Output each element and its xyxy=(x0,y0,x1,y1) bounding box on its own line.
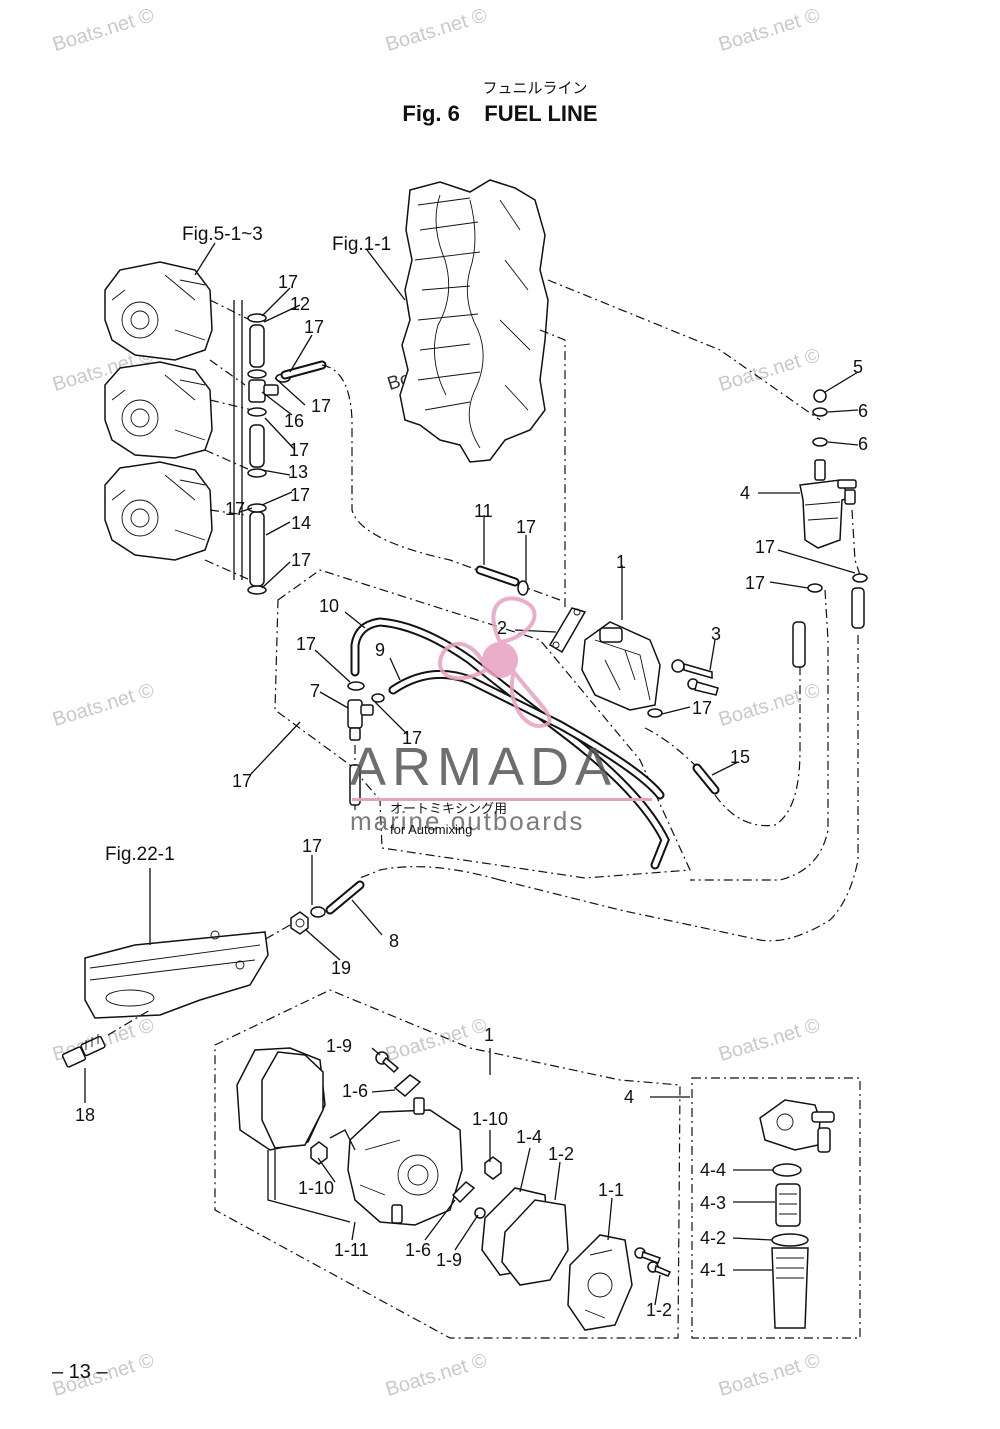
callout-7: 7 xyxy=(310,681,320,701)
carburetor-2 xyxy=(104,361,213,459)
callout-17: 17 xyxy=(296,634,316,654)
check-valve-1-9-top xyxy=(393,1074,422,1097)
hose-13 xyxy=(249,424,265,468)
bowl-4-1 xyxy=(771,1247,809,1329)
nut-1-11-left xyxy=(310,1141,328,1165)
callout-8: 8 xyxy=(389,931,399,951)
ref-fig1: Fig.1-1 xyxy=(332,234,391,255)
fuel-filter xyxy=(799,459,857,549)
callout-4-3: 4-3 xyxy=(700,1193,726,1213)
callout-17: 17 xyxy=(516,517,536,537)
callout-2: 2 xyxy=(497,618,507,638)
ref-fig5: Fig.5-1~3 xyxy=(182,224,263,245)
hose-12 xyxy=(249,324,265,368)
callout-17: 17 xyxy=(290,485,310,505)
logo-tagline: marine outboards xyxy=(350,806,585,836)
callout-1-9: 1-6 xyxy=(342,1081,368,1101)
callout-1: 1 xyxy=(616,552,626,572)
callout-12: 12 xyxy=(290,294,310,314)
joint-7 xyxy=(347,681,385,741)
callout-15: 15 xyxy=(730,747,750,767)
callout-17: 17 xyxy=(302,836,322,856)
logo-rule xyxy=(352,798,652,801)
bolts-3 xyxy=(671,659,719,696)
note-en: for Automixing xyxy=(390,822,472,837)
callout-1-10: 1-9 xyxy=(436,1250,462,1270)
nut-1-11-right xyxy=(484,1156,502,1180)
callout-17: 17 xyxy=(304,317,324,337)
callout-1-4: 1-2 xyxy=(548,1144,574,1164)
callout-9: 9 xyxy=(375,640,385,660)
callout-17: 17 xyxy=(755,537,775,557)
callout-19: 19 xyxy=(331,958,351,978)
washers-5-6 xyxy=(812,389,828,447)
filter-head-4 xyxy=(759,1099,835,1153)
callout-17: 17 xyxy=(225,499,245,519)
callout-1-11: 1-10 xyxy=(472,1109,508,1129)
callout-1-1: 1-1 xyxy=(598,1180,624,1200)
element-4-3 xyxy=(775,1183,801,1227)
callout-3: 3 xyxy=(711,624,721,644)
bottom-cowling xyxy=(84,930,269,1019)
callout-10: 10 xyxy=(319,596,339,616)
callout-13: 13 xyxy=(288,462,308,482)
note-jp: オートミキシング用 xyxy=(390,801,507,816)
callout-17: 17 xyxy=(278,272,298,292)
callout-17: 17 xyxy=(289,440,309,460)
callout-6: 6 xyxy=(858,434,868,454)
callout-17: 17 xyxy=(232,771,252,791)
callout-17: 17 xyxy=(291,550,311,570)
callout-6: 6 xyxy=(858,401,868,421)
armada-logo xyxy=(438,596,552,728)
callout-4-2: 4-2 xyxy=(700,1228,726,1248)
pump-body xyxy=(347,1097,463,1226)
engine-block xyxy=(399,179,549,463)
callout-17: 17 xyxy=(745,573,765,593)
hose-8 xyxy=(325,880,365,915)
pump-cover-1-12 xyxy=(236,1047,326,1151)
callout-1: 1 xyxy=(484,1025,494,1045)
screw-1-10-top xyxy=(375,1051,400,1074)
callout-11: 11 xyxy=(474,501,493,521)
callout-4: 4 xyxy=(624,1087,634,1107)
callout-1-11: 1-10 xyxy=(298,1178,334,1198)
diaphragm-1-4 xyxy=(501,1199,569,1286)
callout-14: 14 xyxy=(291,513,311,533)
callout-16: 16 xyxy=(284,411,304,431)
callout-17: 17 xyxy=(311,396,331,416)
connector-18 xyxy=(61,1034,106,1068)
callout-1-2: 1-2 xyxy=(646,1300,672,1320)
callout-18: 18 xyxy=(75,1105,95,1125)
callout-4-1: 4-1 xyxy=(700,1260,726,1280)
callout-1-9: 1-6 xyxy=(405,1240,431,1260)
pump-cover-1-1 xyxy=(567,1234,633,1331)
callout-1-10: 1-9 xyxy=(326,1036,352,1056)
callout-5: 5 xyxy=(853,357,863,377)
screws-1-2 xyxy=(634,1247,672,1277)
callout-1-6: 1-4 xyxy=(516,1127,542,1147)
callout-17: 17 xyxy=(692,698,712,718)
callout-4: 4 xyxy=(740,483,750,503)
page-title: Fig. 6 FUEL LINE xyxy=(402,101,598,126)
joint-16 xyxy=(248,379,279,403)
fuel-pump xyxy=(581,621,661,711)
nut-19 xyxy=(290,911,309,935)
subtitle-jp: フュニルライン xyxy=(482,80,588,97)
page-number: – 13 – xyxy=(52,1361,108,1383)
carburetor-1 xyxy=(104,261,213,361)
callout-1-12: 1-11 xyxy=(334,1240,369,1260)
carburetor-3 xyxy=(104,461,213,561)
callout-17: 17 xyxy=(402,728,422,748)
check-valve-1-9-bottom xyxy=(451,1181,476,1204)
callout-4-4: 4-4 xyxy=(700,1160,726,1180)
logo-name: ARMADA xyxy=(350,737,618,797)
ref-fig22: Fig.22-1 xyxy=(105,844,175,865)
